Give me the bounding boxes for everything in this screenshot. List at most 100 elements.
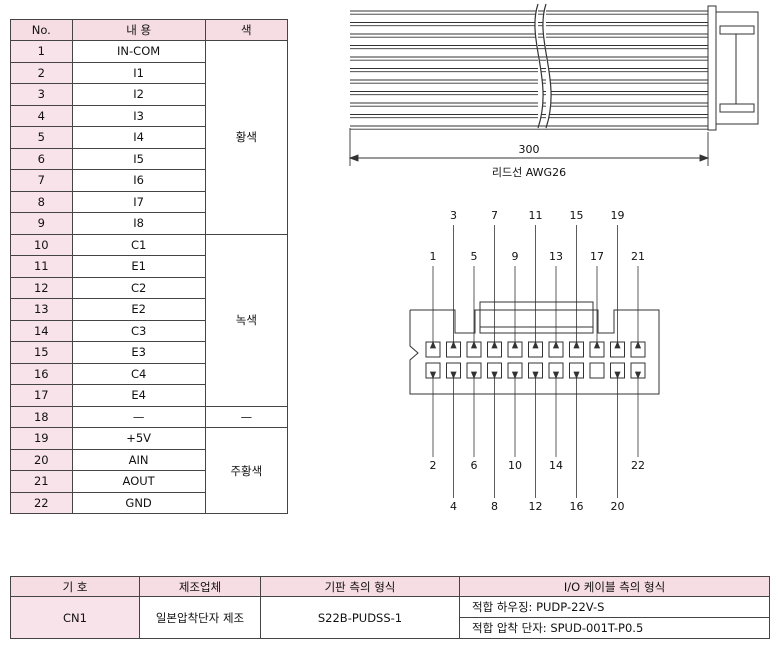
pin-content: I7 [71, 190, 206, 213]
pin-content: I8 [71, 212, 206, 235]
pin-number-label: 10 [508, 459, 522, 472]
pin-content: I2 [71, 83, 206, 106]
pin-number-label: 11 [529, 209, 543, 222]
pin-number-label: 19 [611, 209, 625, 222]
wire-color: 녹색 [204, 233, 289, 407]
pin-squares [425, 341, 646, 379]
pin-content: C2 [71, 276, 206, 299]
pin-number: 21 [10, 470, 73, 493]
pin-number: 4 [10, 104, 73, 127]
pin-number-label: 13 [549, 250, 563, 263]
pin-number: 16 [10, 362, 73, 385]
pin-content: C4 [71, 362, 206, 385]
pin-number-label: 9 [512, 250, 519, 263]
pin-content: I5 [71, 147, 206, 170]
length-dimension [348, 128, 710, 166]
pin-number: 12 [10, 276, 73, 299]
leader-arrow [429, 340, 437, 349]
pin-content: C1 [71, 233, 206, 256]
pin-number-label: 7 [491, 209, 498, 222]
leader-arrow [511, 371, 519, 380]
leader-arrow [634, 371, 642, 380]
pin-square-lower [589, 362, 605, 379]
connector-body [409, 301, 660, 395]
pin-number-label: 6 [471, 459, 478, 472]
leader-arrow [634, 340, 642, 349]
pin-number-label: 2 [430, 459, 437, 472]
pin-number-label: 14 [549, 459, 563, 472]
pin-content: E2 [71, 298, 206, 321]
leader-arrow [614, 340, 621, 349]
spec-symbol: CN1 [10, 596, 140, 639]
leader-arrow [532, 340, 539, 349]
pin-number: 3 [10, 83, 73, 106]
pin-number-label: 12 [529, 500, 543, 513]
pin-number-label: 21 [631, 250, 645, 263]
pin-content: I1 [71, 61, 206, 84]
pin-table-header-row: No. 내 용 색 [10, 19, 289, 41]
pin-number: 10 [10, 233, 73, 256]
spec-header-cable: I/O 케이블 측의 형식 [459, 576, 770, 597]
header-color: 색 [204, 19, 289, 41]
leader-arrow [470, 340, 478, 349]
pin-number: 14 [10, 319, 73, 342]
pin-content: GND [71, 491, 206, 514]
pin-number: 5 [10, 126, 73, 149]
wire-color: 주황색 [204, 427, 289, 514]
leader-arrow [532, 371, 539, 380]
leader-arrow [429, 371, 437, 380]
pin-number: 17 [10, 384, 73, 407]
pin-number: 15 [10, 341, 73, 364]
header-content: 내 용 [71, 19, 206, 41]
leader-arrow [593, 340, 601, 349]
pin-content: IN-COM [71, 40, 206, 63]
pin-number-label: 22 [631, 459, 645, 472]
leader-arrow [450, 340, 457, 349]
pin-number: 9 [10, 212, 73, 235]
pin-number: 13 [10, 298, 73, 321]
pin-number-label: 1 [430, 250, 437, 263]
leader-arrow [573, 371, 580, 380]
pin-number-label: 15 [570, 209, 584, 222]
spec-row-2: 적합 압착 단자: SPUD-001T-P0.5 [11, 617, 770, 639]
cable-length-label: 300 [519, 143, 540, 156]
leader-arrow [614, 371, 621, 380]
cable-break-mark [534, 3, 552, 129]
cable-caption: 리드선 AWG26 [492, 166, 566, 179]
pin-number: 8 [10, 190, 73, 213]
pin-number: 22 [10, 491, 73, 514]
pin-content: +5V [71, 427, 206, 450]
spec-header-board: 기판 측의 형식 [260, 576, 460, 597]
pin-content: C3 [71, 319, 206, 342]
pin-content: E3 [71, 341, 206, 364]
pin-content: E1 [71, 255, 206, 278]
pin-number-label: 16 [570, 500, 584, 513]
pin-content: — [71, 405, 206, 428]
pin-number: 7 [10, 169, 73, 192]
pin-leader-lines [429, 225, 642, 498]
pin-number-label: 8 [491, 500, 498, 513]
pin-content: AIN [71, 448, 206, 471]
spec-housing: 적합 하우징: PUDP-22V-S [459, 596, 770, 618]
pin-number: 2 [10, 61, 73, 84]
leader-arrow [573, 340, 580, 349]
spec-header-symbol: 기 호 [10, 576, 140, 597]
pin-number-label: 20 [611, 500, 625, 513]
